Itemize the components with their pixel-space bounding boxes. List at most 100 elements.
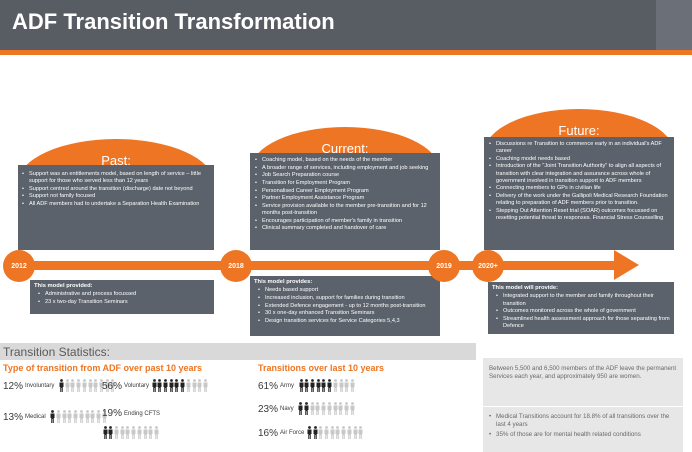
list-item: Coaching model, based on the needs of th… [254,157,436,164]
person-icon [299,379,304,393]
list-item: Stepping Out Attention Reset trial (SOAR… [488,208,670,222]
person-icon [350,379,355,393]
year-marker-2020-plus: 2020+ [472,250,504,282]
past-bullets: Support was an entitlements model, based… [21,171,210,208]
future-will-list: Integrated support to the member and fam… [492,293,670,330]
person-icon [82,379,87,393]
person-icon [310,379,315,393]
person-icon [327,402,332,416]
person-icon [321,379,326,393]
person-icon [62,410,67,424]
person-icon [169,379,174,393]
person-icon [316,379,321,393]
list-item: Support was an entitlements model, based… [21,171,210,185]
list-item: Support not family focused [21,193,210,200]
past-provided-list: Administrative and process focussed 23 x… [34,291,210,306]
stat-label: Ending CFTS [124,410,161,417]
person-icon [335,426,340,440]
stats-title: Transition Statistics: [3,345,110,359]
list-item: Job Search Preparation course [254,172,436,179]
future-bullets: Discussions re Transition to commence ea… [488,141,670,222]
medical-transitions-note: Medical Transitions account for 18.8% of… [483,407,683,452]
person-icon [56,410,61,424]
person-icon [88,379,93,393]
list-item: Integrated support to the member and fam… [492,293,670,307]
person-icon [333,379,338,393]
future-will-panel: This model will provide: Integrated supp… [488,282,674,334]
person-icon [180,379,185,393]
person-icon [120,426,125,440]
person-icon [358,426,363,440]
current-provides-list: Needs based support Increased inclusion,… [254,287,436,325]
person-icon [103,426,108,440]
list-item: Partner Employment Assistance Program [254,195,436,202]
person-icon [344,402,349,416]
person-icon [73,410,78,424]
current-provides-title: This model provides: [254,279,313,285]
future-will-title: This model will provide: [492,285,559,291]
past-provided-panel: This model provided: Administrative and … [30,280,214,314]
stat-medical: 13% Medical [3,408,107,426]
person-icon [76,379,81,393]
person-icon [143,426,148,440]
header-accent [656,0,692,50]
stat-label: Navy [280,406,294,412]
person-icons [151,377,208,395]
person-icon [59,379,64,393]
list-item: Service provision available to the membe… [254,203,436,217]
person-icon [344,379,349,393]
current-provides-panel: This model provides: Needs based support… [250,276,440,336]
page-title: ADF Transition Transformation [12,9,335,34]
list-item: Outcomes monitored across the whole of g… [492,308,670,315]
list-item: Streamlined health assessment approach f… [492,316,670,330]
person-icon [304,379,309,393]
person-icons [58,377,115,395]
list-item: Clinical summary completed and handover … [254,225,436,232]
stat-navy: 23% Navy [258,400,355,418]
person-icon [157,379,162,393]
person-icon [154,426,159,440]
future-panel: Discussions re Transition to commence ea… [484,137,674,250]
person-icon [70,379,75,393]
person-icon [105,379,110,393]
stat-percent: 61% [258,380,279,392]
person-icon [318,426,323,440]
list-item: Discussions re Transition to commence ea… [488,141,670,155]
list-item: Medical Transitions account for 18.8% of… [489,413,677,429]
stat-voluntary: 56% Voluntary [102,377,208,395]
person-icon [114,426,119,440]
list-item: 23 x two-day Transition Seminars [34,299,210,306]
list-item: 30 x one-day enhanced Transition Seminar… [254,310,436,317]
list-item: All ADF members had to undertake a Separ… [21,201,210,208]
list-item: Delivery of the work under the Gallipoli… [488,193,670,207]
person-icon [137,426,142,440]
person-icon [350,402,355,416]
stat-percent: 19% [102,408,123,419]
person-icon [131,426,136,440]
person-icon [99,379,104,393]
person-icons [298,400,355,418]
list-item: Connecting members to GPs in civilian li… [488,185,670,192]
list-item: Support centred around the transition (d… [21,186,210,193]
stat-percent: 56% [102,380,123,392]
person-icon [298,402,303,416]
list-item: Administrative and process focussed [34,291,210,298]
stat-percent: 16% [258,427,279,439]
stat-involuntary: 12% Involuntary [3,377,115,395]
person-icon [174,379,179,393]
person-icon [197,379,202,393]
stats-heading-bar [0,343,476,360]
list-item: Design transition services for Service C… [254,318,436,325]
person-icon [321,402,326,416]
stat-percent: 12% [3,380,24,392]
person-icon [333,402,338,416]
list-item: Needs based support [254,287,436,294]
person-icon [110,379,115,393]
person-icon [148,426,153,440]
person-icon [96,410,101,424]
stat-army: 61% Army [258,377,355,395]
stat-label: Army [280,383,295,389]
person-icon [307,426,312,440]
person-icon [192,379,197,393]
year-marker-2012: 2012 [3,250,35,282]
